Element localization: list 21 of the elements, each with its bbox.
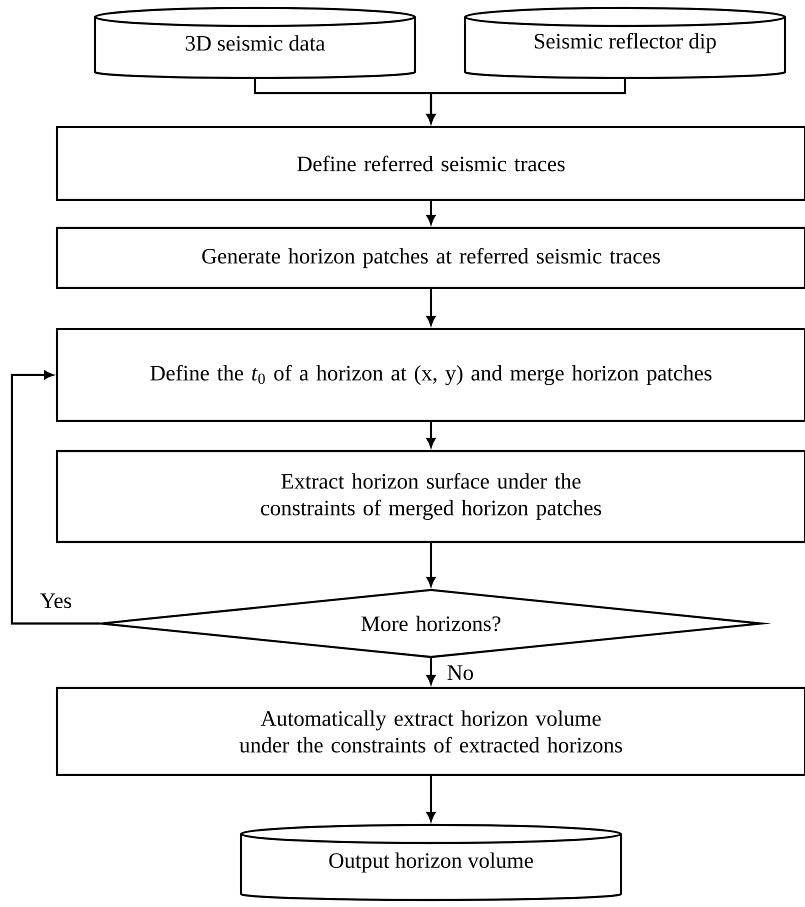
node-label: Seismic reflector dip	[534, 32, 716, 54]
process-box: Automatically extract horizon volume under the constraints of extracted horizons	[56, 686, 805, 776]
database-cylinder: 3D seismic data	[94, 6, 416, 80]
arrow	[426, 422, 436, 448]
process-box: Define the t$_{0}$ of a horizon at (x, y) and merge horizon patches	[56, 328, 805, 422]
database-cylinder: Output horizon volume	[240, 824, 622, 902]
process-box: Define referred seismic traces	[56, 126, 805, 202]
arrow	[426, 776, 436, 822]
arrow	[426, 79, 626, 124]
arrow	[426, 201, 436, 224]
edge-label: No	[446, 664, 476, 682]
process-box: Extract horizon surface under the constraints of merged horizon patches	[56, 450, 805, 544]
arrow	[426, 658, 436, 684]
database-cylinder: Seismic reflector dip	[464, 6, 786, 80]
edge-label: Yes	[38, 592, 74, 610]
arrow	[10, 370, 100, 625]
node-label: Output horizon volume	[329, 852, 533, 872]
arrow	[426, 543, 436, 586]
process-box: Generate horizon patches at referred seismic traces	[56, 226, 805, 290]
node-label: 3D seismic data	[186, 35, 325, 51]
arrow	[426, 289, 436, 326]
